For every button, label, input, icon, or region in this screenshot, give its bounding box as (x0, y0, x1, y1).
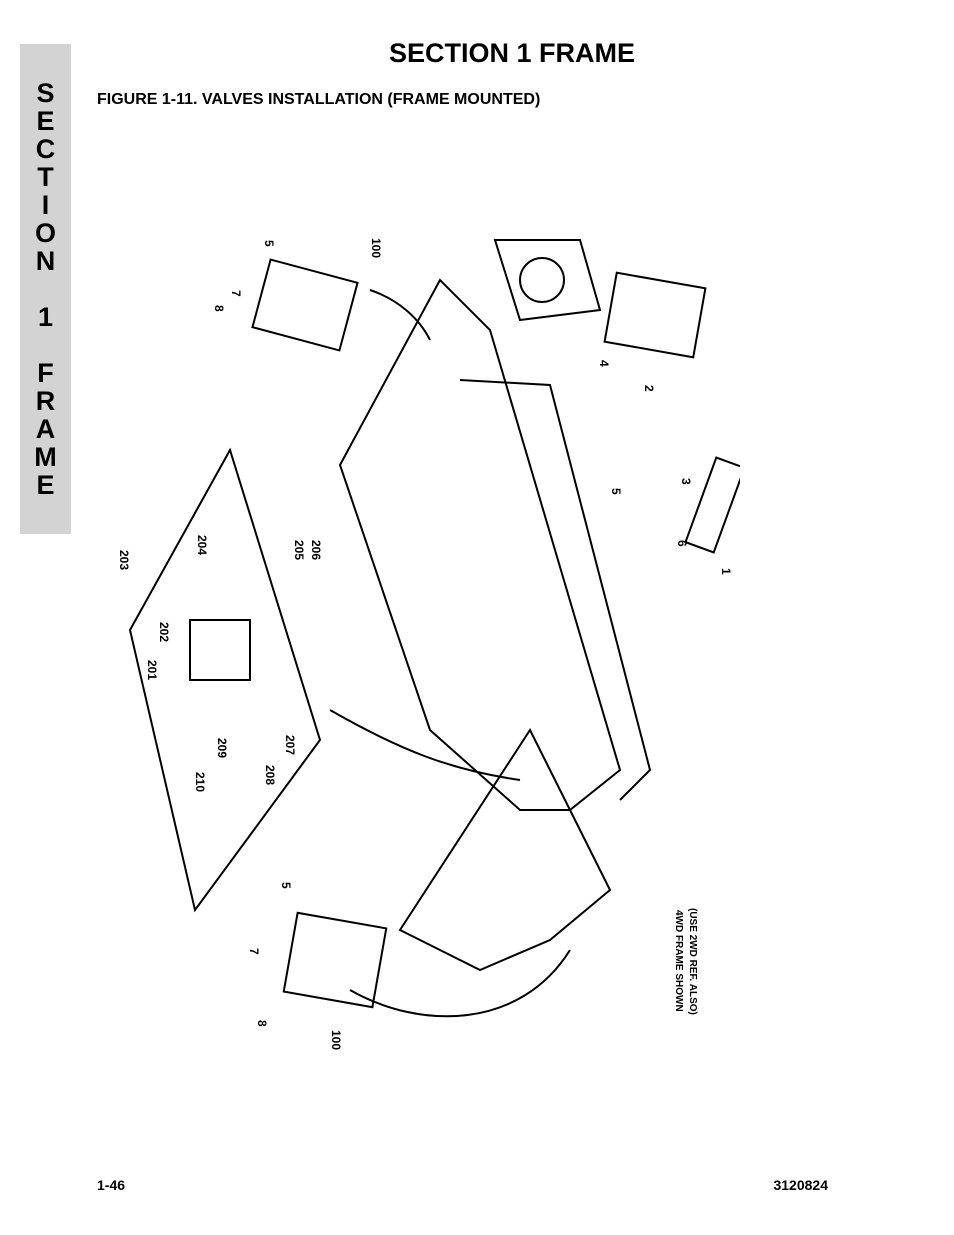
callout: 4 (597, 360, 611, 367)
frame-outline (338, 278, 622, 811)
callout: 5 (262, 240, 276, 247)
callout: 207 (283, 735, 297, 755)
page-number: 1-46 (97, 1177, 126, 1193)
side-tab-letter: M (34, 442, 57, 472)
valve-block (251, 258, 359, 352)
callout: 1 (719, 568, 733, 575)
valve-block (189, 619, 251, 681)
frame-front-mount (398, 727, 612, 972)
side-tab-letter: N (35, 246, 56, 276)
callout: 2 (642, 385, 656, 392)
valves-installation-drawing: 5 100 7 8 4 2 3 5 6 1 7 8 203 204 205 20… (117, 238, 740, 1050)
callout: 6 (675, 540, 689, 547)
callout: 7 (229, 290, 243, 297)
frame-rear-plate (493, 239, 602, 322)
callout: 100 (369, 238, 383, 258)
callout: 202 (157, 622, 171, 642)
callout: 206 (309, 540, 323, 560)
callout: 209 (215, 738, 229, 758)
side-tab-letter: O (34, 218, 56, 248)
callout: 3 (679, 478, 693, 485)
callout: 100 (329, 1030, 343, 1050)
side-tab-letter: C (35, 134, 56, 164)
callout: 5 (609, 488, 623, 495)
hose (369, 289, 431, 341)
frame-rail (459, 379, 652, 801)
page-title: SECTION 1 FRAME (388, 38, 636, 68)
figure-title: FIGURE 1-11. VALVES INSTALLATION (FRAME … (97, 91, 541, 108)
side-tab-letter: R (35, 386, 56, 416)
callout: 203 (117, 550, 131, 570)
mounting-plate (128, 447, 322, 913)
drawing-note: (USE 2WD REF. ALSO) (687, 908, 698, 1015)
callout: 7 (247, 948, 261, 955)
hose (329, 709, 521, 781)
callout: 201 (145, 660, 159, 680)
callout: 210 (193, 772, 207, 792)
side-tab-letter: I (41, 190, 50, 220)
side-tab-letter: 1 (37, 302, 54, 332)
side-tab-letter: S (36, 78, 55, 108)
callout: 5 (279, 882, 293, 889)
document-number: 3120824 (773, 1177, 828, 1193)
callout: 8 (255, 1020, 269, 1027)
section-side-tab: S E C T I O N 1 F R A M E (20, 44, 71, 534)
side-tab-letter: T (37, 162, 54, 192)
side-tab-letter: F (37, 358, 54, 388)
callout: 204 (195, 535, 209, 555)
valve-block (282, 911, 388, 1009)
side-tab-letter: E (36, 470, 55, 500)
valve-block (684, 456, 740, 554)
callout: 205 (292, 540, 306, 560)
valve-block (603, 271, 707, 359)
callout: 8 (212, 305, 226, 312)
side-tab-letter: A (35, 414, 56, 444)
side-tab-letter: E (36, 106, 55, 136)
drawing-note: 4WD FRAME SHOWN (673, 910, 684, 1012)
callout: 208 (263, 765, 277, 785)
hose (349, 949, 571, 1018)
